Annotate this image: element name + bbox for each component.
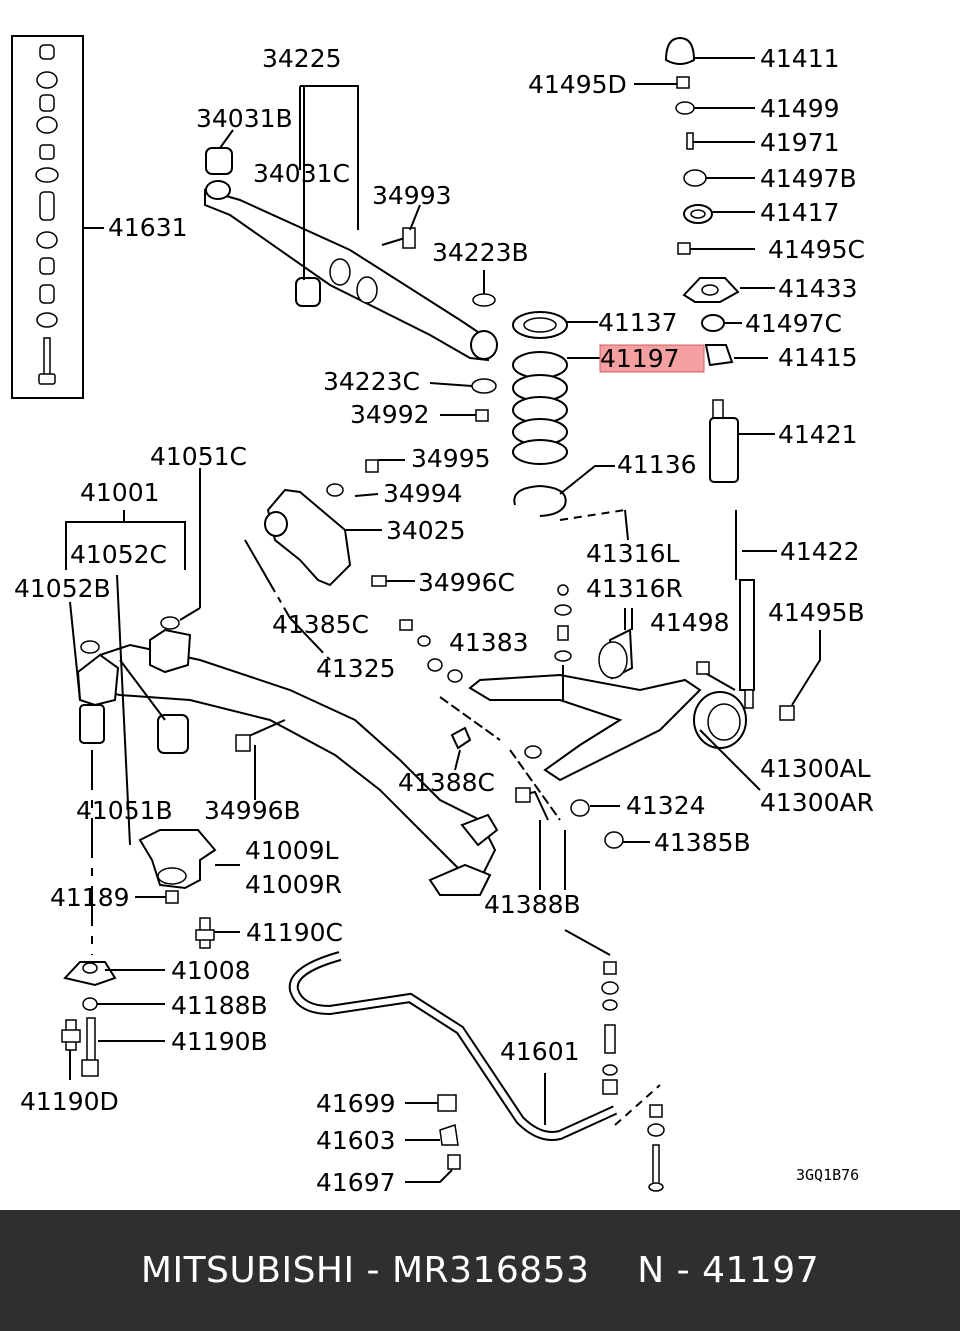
label-34992: 34992 — [350, 400, 430, 429]
label-41498: 41498 — [650, 608, 730, 637]
label-34031b: 34031B — [196, 104, 293, 133]
label-41300al: 41300AL — [760, 754, 871, 783]
parts-diagram: 34225 34031B 34031C 34993 34223B 34223C … — [11, 35, 875, 1197]
diagram-canvas: 34225 34031B 34031C 34993 34223B 34223C … — [11, 35, 874, 1197]
label-41631: 41631 — [108, 213, 188, 242]
label-34994: 34994 — [383, 479, 463, 508]
coil-spring-41197 — [512, 311, 629, 541]
label-41497b: 41497B — [760, 164, 857, 193]
label-34996c: 34996C — [418, 568, 515, 597]
mount-41009 — [61, 750, 240, 1080]
label-41499: 41499 — [760, 94, 840, 123]
crossmember-34225 — [204, 85, 498, 422]
label-41385b: 41385B — [654, 828, 751, 857]
stabilizer-bar-41601 — [288, 929, 665, 1192]
label-41601: 41601 — [500, 1037, 580, 1066]
label-34223b: 34223B — [432, 238, 529, 267]
strut-top-parts — [634, 36, 821, 721]
label-41051b: 41051B — [76, 796, 173, 825]
label-41316r: 41316R — [586, 574, 683, 603]
label-41324: 41324 — [626, 791, 706, 820]
label-41388b: 41388B — [484, 890, 581, 919]
label-41497c: 41497C — [745, 309, 842, 338]
trailing-arm-41300 — [399, 584, 761, 890]
footer-bar: MITSUBISHI - MR316853 N - 41197 — [0, 1210, 960, 1331]
drawing-code: 3GQ1B76 — [796, 1166, 859, 1184]
label-34995: 34995 — [411, 444, 491, 473]
bushing-kit-41631 — [11, 35, 104, 399]
label-34025: 34025 — [386, 516, 466, 545]
label-41190d: 41190D — [20, 1087, 119, 1116]
label-41495d: 41495D — [528, 70, 627, 99]
label-41385c: 41385C — [272, 610, 369, 639]
label-41052b: 41052B — [14, 574, 111, 603]
label-41383: 41383 — [449, 628, 529, 657]
label-41495c: 41495C — [768, 235, 865, 264]
label-41388c: 41388C — [398, 768, 495, 797]
label-41190b: 41190B — [171, 1027, 268, 1056]
label-41300ar: 41300AR — [760, 788, 874, 817]
label-41433: 41433 — [778, 274, 858, 303]
label-41009r: 41009R — [245, 870, 342, 899]
label-41421: 41421 — [778, 420, 858, 449]
label-41197: 41197 — [600, 344, 680, 373]
label-41136: 41136 — [617, 450, 697, 479]
label-41415: 41415 — [778, 343, 858, 372]
label-41051c: 41051C — [150, 442, 247, 471]
label-41052c: 41052C — [70, 540, 167, 569]
label-41603: 41603 — [316, 1126, 396, 1155]
label-41009l: 41009L — [245, 836, 339, 865]
label-41188b: 41188B — [171, 991, 268, 1020]
label-41190c: 41190C — [246, 918, 343, 947]
bracket-34025 — [264, 459, 415, 587]
highlight-box — [599, 344, 705, 373]
label-41001: 41001 — [80, 478, 160, 507]
label-34225: 34225 — [262, 44, 342, 73]
label-34996b: 34996B — [204, 796, 301, 825]
part-number-caption: MITSUBISHI - MR316853 N - 41197 — [140, 1250, 820, 1291]
label-41137: 41137 — [598, 308, 678, 337]
label-34031c: 34031C — [253, 159, 350, 188]
label-41411: 41411 — [760, 44, 840, 73]
label-41422: 41422 — [780, 537, 860, 566]
axle-beam-41001 — [65, 468, 499, 896]
label-41699: 41699 — [316, 1089, 396, 1118]
label-41495b: 41495B — [768, 598, 865, 627]
label-41417: 41417 — [760, 198, 840, 227]
label-41697: 41697 — [316, 1168, 396, 1197]
label-41008: 41008 — [171, 956, 251, 985]
label-41325: 41325 — [316, 654, 396, 683]
label-41189: 41189 — [50, 883, 130, 912]
label-34993: 34993 — [372, 181, 452, 210]
label-41971: 41971 — [760, 128, 840, 157]
part-labels: 34225 34031B 34031C 34993 34223B 34223C … — [14, 44, 874, 1197]
label-41316l: 41316L — [586, 539, 680, 568]
label-34223c: 34223C — [323, 367, 420, 396]
